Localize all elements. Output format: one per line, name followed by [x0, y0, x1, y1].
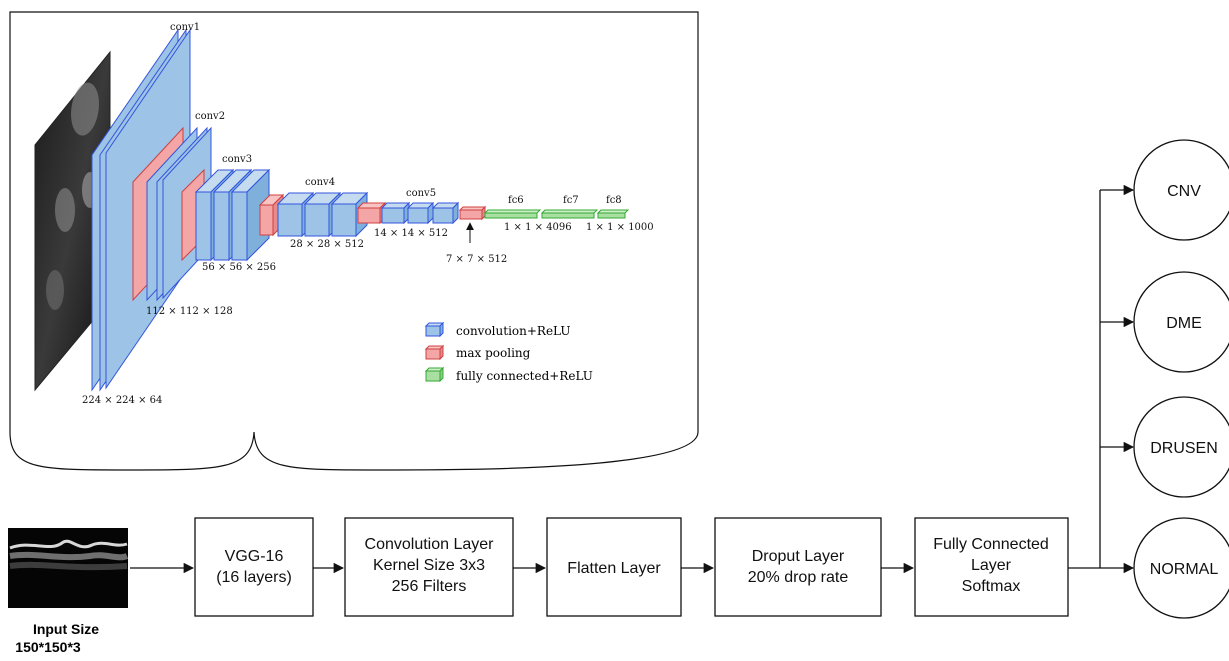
- label-fc6: fc6: [508, 195, 524, 206]
- label-fc7: fc7: [563, 195, 579, 206]
- legend: convolution+ReLU max pooling fully conne…: [424, 321, 593, 383]
- dim-7: 7 × 7 × 512: [446, 254, 507, 265]
- output-drusen-circle: [1133, 396, 1229, 498]
- vgg16-box: [194, 517, 314, 617]
- legend-fc: fully connected+ReLU: [424, 366, 593, 383]
- oct-input-image: [34, 50, 111, 392]
- convolution-layer-box: [344, 517, 514, 617]
- input-size-caption-line2: 150*150*3: [15, 639, 81, 655]
- label-conv2: conv2: [195, 111, 225, 122]
- legend-fc-label: fully connected+ReLU: [456, 369, 593, 383]
- fully-connected-box: [914, 517, 1069, 617]
- pool4-block: [356, 201, 387, 225]
- conv5-block: [380, 201, 460, 225]
- legend-pool: max pooling: [424, 344, 531, 361]
- fc6-block: [483, 209, 542, 219]
- dim-224: 224 × 224 × 64: [82, 395, 162, 406]
- label-conv3: conv3: [222, 154, 252, 165]
- dropout-line1: Droput Layer: [752, 548, 845, 565]
- conv4-block: [276, 191, 369, 238]
- dropout-line2: 20% drop rate: [748, 569, 849, 586]
- label-fc8: fc8: [606, 195, 622, 206]
- curly-brace: [9, 431, 699, 471]
- dim-56: 56 × 56 × 256: [202, 262, 276, 273]
- label-conv1: conv1: [170, 22, 200, 33]
- vgg16-line2: (16 layers): [216, 569, 292, 586]
- fc-line3: Softmax: [962, 578, 1021, 595]
- output-cnv-label: CNV: [1167, 183, 1201, 200]
- output-normal-label: NORMAL: [1150, 561, 1219, 578]
- dropout-layer-box: [714, 517, 882, 617]
- fc-line1: Fully Connected: [933, 536, 1049, 553]
- legend-conv-label: convolution+ReLU: [456, 324, 570, 338]
- input-size-caption-line1: Input Size: [33, 621, 99, 637]
- conv-line2: Kernel Size 3x3: [373, 557, 485, 574]
- input-oct-thumbnail: [8, 528, 129, 608]
- pool5-block: [458, 205, 487, 221]
- output-cnv-circle: [1133, 139, 1229, 241]
- dim-14: 14 × 14 × 512: [374, 228, 448, 239]
- dim-1000: 1 × 1 × 1000: [586, 222, 654, 233]
- fc-line2: Layer: [971, 557, 1012, 574]
- vgg-figure-frame: [9, 11, 699, 432]
- label-conv5: conv5: [406, 188, 436, 199]
- dim-4096: 1 × 1 × 4096: [504, 222, 572, 233]
- output-drusen-label: DRUSEN: [1150, 440, 1218, 457]
- flatten-line1: Flatten Layer: [567, 560, 661, 577]
- legend-conv: convolution+ReLU: [424, 321, 570, 338]
- output-dme-label: DME: [1166, 315, 1202, 332]
- conv3-block: [194, 168, 271, 262]
- vgg16-line1: VGG-16: [225, 548, 284, 565]
- fc8-block: [596, 209, 630, 219]
- output-dme-circle: [1133, 271, 1229, 373]
- flatten-layer-box: [546, 517, 682, 617]
- label-conv4: conv4: [305, 177, 335, 188]
- conv-line1: Convolution Layer: [365, 536, 495, 553]
- conv-line3: 256 Filters: [392, 578, 467, 595]
- dim-112: 112 × 112 × 128: [146, 306, 233, 317]
- fc7-block: [540, 209, 599, 219]
- output-normal-circle: [1133, 517, 1229, 619]
- dim-28: 28 × 28 × 512: [290, 239, 364, 250]
- legend-pool-label: max pooling: [456, 346, 531, 360]
